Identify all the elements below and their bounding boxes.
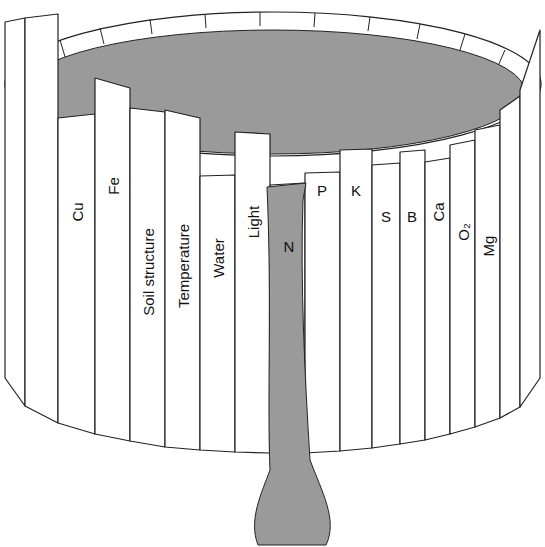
stave-label: Light <box>246 206 261 239</box>
stave-label: Mg <box>481 236 496 257</box>
stave-label: Soil structure <box>141 228 156 316</box>
stave-label: Ca <box>431 202 446 221</box>
stave-label: S <box>381 209 391 224</box>
stave-label: O₂ <box>456 223 471 241</box>
stave-label: Fe <box>106 177 121 195</box>
stave-label: Cu <box>70 202 85 221</box>
stave-label: Water <box>211 238 226 277</box>
stave-label: N <box>284 239 295 254</box>
stave-label: B <box>407 209 417 224</box>
stave-label: P <box>317 183 327 198</box>
stave-label: K <box>351 183 361 198</box>
stave-label: Temperature <box>176 224 191 308</box>
